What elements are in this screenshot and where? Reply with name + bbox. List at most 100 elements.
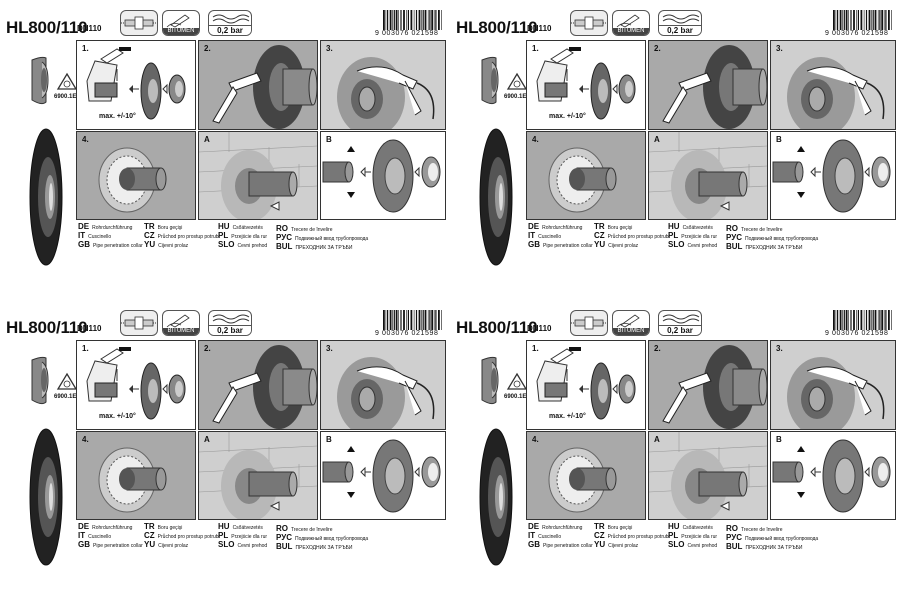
step-number: 1. <box>532 344 539 353</box>
pressure-icon: 0,2 bar <box>208 310 252 336</box>
language-code: DE <box>78 222 90 231</box>
step-number: 1. <box>82 344 89 353</box>
language-code: BUL <box>276 542 293 551</box>
language-code: IT <box>528 231 536 240</box>
pipe-icon <box>120 310 158 336</box>
language-code: RO <box>726 524 738 533</box>
language-code: РУС <box>276 533 292 542</box>
pressure-icon: 0,2 bar <box>208 10 252 36</box>
language-text: Trecere de învelire <box>291 227 333 233</box>
language-code: CZ <box>594 231 605 240</box>
language-code: GB <box>528 240 540 249</box>
language-code: DE <box>528 222 540 231</box>
language-code: IT <box>528 531 536 540</box>
language-code: DE <box>78 522 90 531</box>
language-text: Cevni prehod <box>687 543 718 549</box>
language-text: Rohrdurchführung <box>92 525 133 531</box>
instruction-sheet: HL800/110 DN110 BITUMEN <box>0 300 450 600</box>
language-text: Boru geçişi <box>157 525 183 531</box>
step-a-panel: A <box>648 431 768 520</box>
step-number: A <box>204 435 210 444</box>
language-text: Cijevni prolaz <box>158 543 189 549</box>
step-number: 2. <box>654 44 661 53</box>
language-text: ПРЕХОДНИК ЗА ТРЪБИ <box>295 545 353 551</box>
recycle-icon <box>506 72 528 90</box>
language-code: GB <box>78 540 90 549</box>
language-text: Подвижный ввод трубопровода <box>744 536 819 542</box>
language-code: PL <box>668 531 679 540</box>
barcode-number: 9 003076 021598 <box>375 30 439 37</box>
language-code: IT <box>78 231 86 240</box>
barcode <box>833 310 892 330</box>
recycle-icon <box>56 372 78 390</box>
step-1-panel: 1. max. +/-10° <box>76 40 196 130</box>
language-code: RO <box>726 224 738 233</box>
step-3-panel: 3. <box>770 340 896 430</box>
language-text: Průchod pro prostup potrubí <box>607 234 670 240</box>
bitumen-icon: BITUMEN <box>162 10 200 36</box>
language-text: Průchod pro prostup potrubí <box>157 234 220 240</box>
language-code: PL <box>218 231 229 240</box>
pipe-icon <box>120 10 158 36</box>
language-code: BUL <box>726 542 743 551</box>
step-4-panel: 4. <box>76 131 196 220</box>
step-4-panel: 4. <box>526 431 646 520</box>
pipe-icon <box>570 310 608 336</box>
step-number: 2. <box>654 344 661 353</box>
product-image <box>29 56 63 266</box>
step-3-panel: 3. <box>320 340 446 430</box>
step-b-panel: B <box>320 131 446 220</box>
language-code: YU <box>144 540 156 549</box>
language-code: YU <box>594 240 606 249</box>
language-text: Csőátvezetés <box>682 225 713 231</box>
language-text: Przejście dla rur <box>231 534 268 540</box>
dn-size: DN110 <box>77 24 102 33</box>
step-number: A <box>654 435 660 444</box>
step-1-panel: 1. max. +/-10° <box>76 340 196 430</box>
instruction-sheet: HL800/110 DN110 BITUMEN <box>450 300 900 600</box>
pressure-label: 0,2 bar <box>659 25 701 35</box>
language-text: Pipe penetration collar <box>543 543 593 549</box>
step-number: 2. <box>204 344 211 353</box>
max-angle-label: max. +/-10° <box>549 113 586 120</box>
language-code: SLO <box>668 240 685 249</box>
language-code: TR <box>144 522 155 531</box>
language-text: Průchod pro prostup potrubí <box>157 534 220 540</box>
language-code: SLO <box>218 540 235 549</box>
language-text: Rohrdurchführung <box>542 225 583 231</box>
step-number: B <box>776 135 782 144</box>
step-4-panel: 4. <box>76 431 196 520</box>
language-code: РУС <box>276 233 292 242</box>
barcode-number: 9 003076 021598 <box>375 330 439 337</box>
step-number: 4. <box>532 135 539 144</box>
language-text: ПРЕХОДНИК ЗА ТРЪБИ <box>295 245 353 251</box>
step-number: A <box>204 135 210 144</box>
barcode <box>383 310 442 330</box>
language-text: Csőátvezetés <box>232 225 263 231</box>
language-text: Rohrdurchführung <box>92 225 133 231</box>
language-code: РУС <box>726 233 742 242</box>
recycle-icon <box>506 372 528 390</box>
language-text: ПРЕХОДНИК ЗА ТРЪБИ <box>745 545 803 551</box>
language-text: Rohrdurchführung <box>542 525 583 531</box>
